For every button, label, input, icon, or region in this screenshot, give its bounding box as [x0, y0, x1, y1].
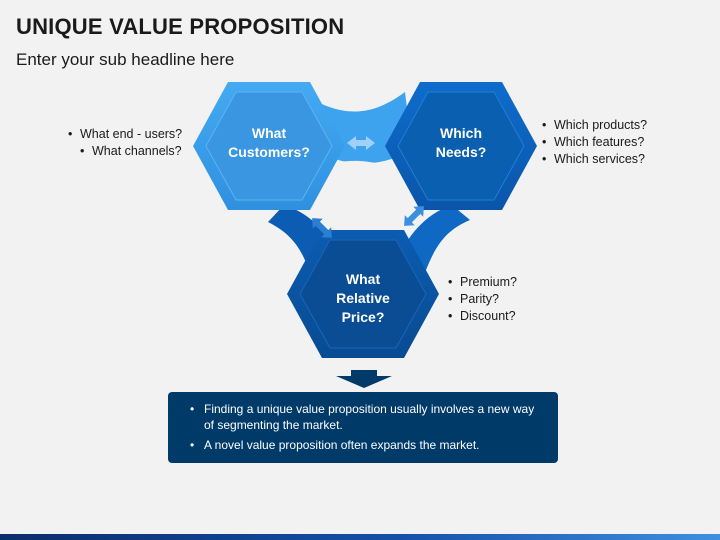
customers-notes: What end - users? What channels?: [66, 126, 182, 160]
price-line2: Relative: [336, 290, 390, 306]
hex-label-customers: What Customers?: [214, 124, 324, 162]
down-arrow-icon: [336, 370, 392, 388]
summary-bullet: Finding a unique value proposition usual…: [188, 401, 544, 433]
list-item: Which products?: [540, 117, 647, 134]
needs-notes: Which products? Which features? Which se…: [540, 117, 647, 168]
arrow-customers-price: [312, 218, 332, 238]
list-item: Premium?: [446, 274, 517, 291]
customers-line2: Customers?: [228, 144, 310, 160]
list-item: Parity?: [446, 291, 517, 308]
hex-needs-inner: [397, 91, 525, 201]
needs-line1: Which: [440, 125, 482, 141]
connector-right-band: [399, 205, 470, 270]
arrow-customers-needs: [347, 136, 375, 150]
arrow-needs-price: [404, 206, 424, 226]
price-line3: Price?: [341, 309, 385, 325]
list-item: What channels?: [78, 143, 182, 160]
list-item: Which services?: [540, 151, 647, 168]
list-item: Discount?: [446, 308, 517, 325]
page-subtitle: Enter your sub headline here: [16, 50, 235, 69]
summary-bullet: A novel value proposition often expands …: [188, 437, 544, 453]
hex-label-price: What Relative Price?: [308, 270, 418, 327]
hex-price-inner: [299, 239, 427, 349]
list-item: What end - users?: [66, 126, 182, 143]
footer-bar: [0, 534, 720, 540]
summary-box: Finding a unique value proposition usual…: [168, 392, 558, 463]
needs-line2: Needs?: [435, 144, 487, 160]
list-item: Which features?: [540, 134, 647, 151]
hex-customers-inner: [205, 91, 333, 201]
price-notes: Premium? Parity? Discount?: [446, 274, 517, 325]
hex-label-needs: Which Needs?: [406, 124, 516, 162]
customers-line1: What: [251, 125, 287, 141]
center-gap: [318, 160, 398, 252]
price-line1: What: [345, 271, 381, 287]
page-title: UNIQUE VALUE PROPOSITION: [16, 14, 345, 39]
